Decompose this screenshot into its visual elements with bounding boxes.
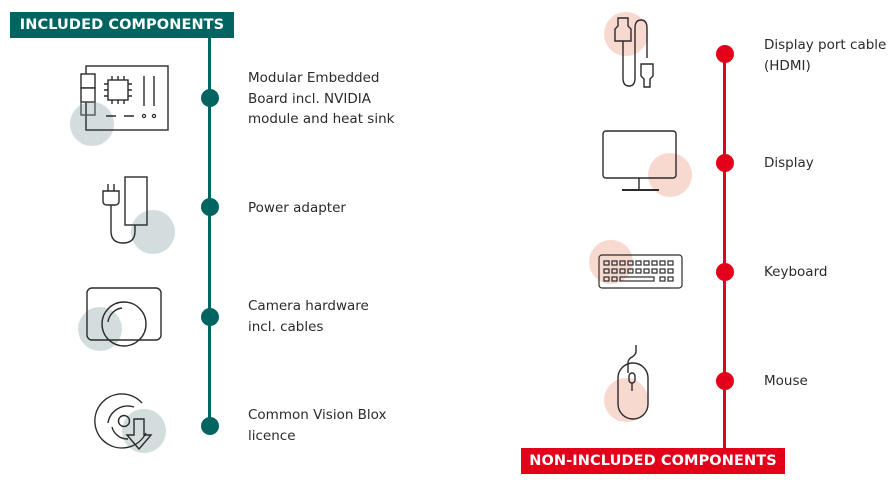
included-item-label: Camera hardware incl. cables — [248, 298, 369, 335]
non-included-timeline-line — [723, 54, 726, 448]
camera-icon — [78, 286, 168, 356]
included-marker-dot — [201, 89, 219, 107]
software-download-icon — [94, 393, 174, 463]
non-included-marker-dot — [716, 45, 734, 63]
included-marker-dot — [201, 308, 219, 326]
non-included-components-header: NON-INCLUDED COMPONENTS — [521, 448, 785, 474]
included-marker-dot — [201, 198, 219, 216]
included-item-label: Modular Embedded Board incl. NVIDIA modu… — [248, 70, 395, 127]
non-included-item-label: Display port cable (HDMI) — [764, 37, 887, 74]
non-included-item-label: Keyboard — [764, 264, 828, 280]
included-components-header: INCLUDED COMPONENTS — [10, 12, 234, 38]
hdmi-cable-icon — [603, 12, 673, 92]
non-included-marker-dot — [716, 372, 734, 390]
mouse-icon — [603, 343, 663, 423]
keyboard-icon — [588, 240, 688, 300]
included-marker-dot — [201, 417, 219, 435]
non-included-item-label: Mouse — [764, 373, 808, 389]
non-included-item-label: Display — [764, 155, 814, 171]
circuit-board-icon — [70, 64, 170, 146]
included-timeline-line — [208, 38, 211, 426]
included-item-label: Common Vision Blox licence — [248, 407, 387, 444]
non-included-marker-dot — [716, 154, 734, 172]
power-adapter-icon — [100, 176, 180, 256]
included-item-label: Power adapter — [248, 200, 346, 216]
non-included-marker-dot — [716, 263, 734, 281]
monitor-icon — [602, 130, 694, 200]
